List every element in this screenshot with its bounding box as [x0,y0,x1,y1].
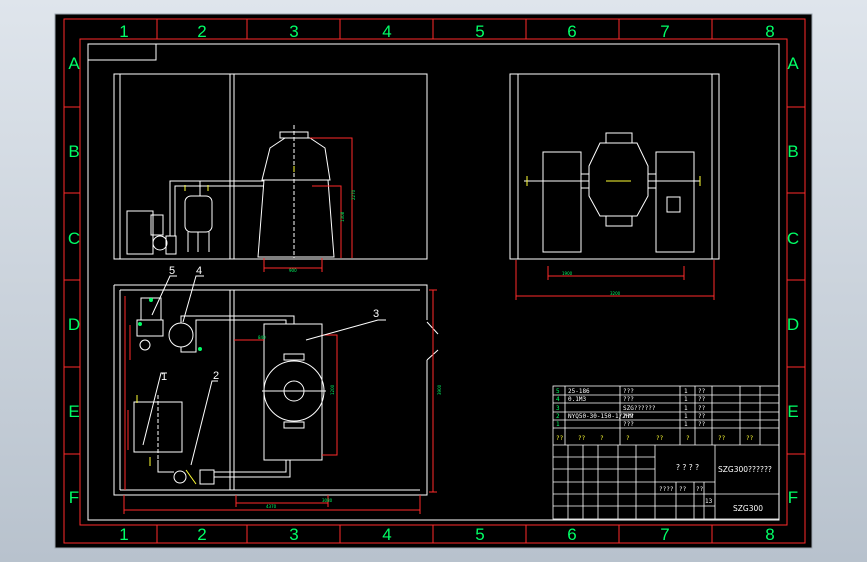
bom-row-5-mat: ?? [698,421,706,428]
bom-row-1-no: 5 [556,388,560,395]
bom-header-8: ?? [746,435,754,442]
zone-row-c-left: C [68,229,80,248]
corner-box [87,43,157,61]
zone-row-f-right: F [788,488,798,507]
bom-row-1-qty: 1 [684,388,688,395]
zone-row-e-right: E [787,402,798,421]
bom-row-4-spec: NYQ50-30-150-1/2HN [568,413,633,420]
callout-leaders [142,275,386,466]
zone-col-1-top: 1 [119,22,128,41]
dim-side-width: 1900 [562,271,573,276]
zone-col-2-top: 2 [197,22,206,41]
dim-front-width: 900 [289,268,297,273]
bom-header-5: ?? [656,435,664,442]
sheet-label: ?? [679,486,687,493]
zone-dividers [64,19,805,543]
dim-plan-height: 3900 [437,384,442,395]
bom-row-2-no: 4 [556,396,560,403]
dim-side-total: 3200 [610,291,621,296]
bom-row-4-mat: ?? [698,413,706,420]
callout-3: 3 [373,308,379,320]
front-elevation-view [113,73,428,260]
bom-row-2-name: ??? [623,396,634,403]
bom-row-4-no: 2 [556,413,560,420]
zone-col-3-top: 3 [289,22,298,41]
zone-col-3-bottom: 3 [289,525,298,544]
callout-4: 4 [196,265,202,277]
sheet-count: ?? [696,486,704,493]
callout-5: 5 [169,265,175,277]
plan-yellow-fittings [136,395,197,485]
bom-row-4-name: ??? [623,413,634,420]
dim-front-height1: 2270 [351,189,356,200]
zone-col-4-bottom: 4 [382,525,391,544]
bom-header-6: ? [686,435,690,442]
zone-col-7-bottom: 7 [660,525,669,544]
bom-row-5-qty: 1 [684,421,688,428]
bom-row-2-qty: 1 [684,396,688,403]
product-name: SZG300?????? [718,465,772,474]
zone-col-6-top: 6 [567,22,576,41]
zone-row-c-right: C [787,229,799,248]
drawing-title: ? ? ? ? [676,463,699,472]
dim-front-height2: 1308 [340,211,345,222]
zone-row-b-right: B [787,142,798,161]
bom-header-4: ? [626,435,630,442]
zone-col-4-top: 4 [382,22,391,41]
bom-row-3-qty: 1 [684,405,688,412]
side-yellow-fittings [526,176,701,186]
zone-col-1-bottom: 1 [119,525,128,544]
bom-row-4-qty: 1 [684,413,688,420]
side-elevation-view [509,73,720,260]
front-dimensions [263,137,353,272]
zone-row-a-left: A [68,54,80,73]
zone-col-2-bottom: 2 [197,525,206,544]
plan-dimensions [123,289,437,514]
bom-row-2-mat: ?? [698,396,706,403]
drawing-number: SZG300 [733,504,763,513]
side-dimensions [515,260,715,300]
zone-row-d-left: D [68,315,80,334]
callout-1: 1 [161,371,167,383]
zone-col-8-top: 8 [765,22,774,41]
zone-row-a-right: A [787,54,799,73]
bom-row-3-mat: ?? [698,405,706,412]
bom-row-3-no: 3 [556,405,560,412]
front-yellow-fittings [184,166,295,191]
plan-green-markers [138,298,202,351]
bom-row-3-name: SZG?????? [623,405,656,412]
zone-row-d-right: D [787,315,799,334]
zone-col-6-bottom: 6 [567,525,576,544]
zone-col-5-top: 5 [475,22,484,41]
bom-row-5-name: ??? [623,421,634,428]
callout-2: 2 [213,370,219,382]
outer-frame [63,18,806,544]
dim-plan-shell: 3080 [322,498,333,503]
bom-row-1-mat: ?? [698,388,706,395]
inner-frame [87,43,780,521]
sheet-total: 13 [705,498,713,505]
bom-header-1: ?? [556,435,564,442]
bom-row-1-name: ??? [623,388,634,395]
zone-row-f-left: F [69,488,79,507]
bom-header-3: ? [600,435,604,442]
bom-header-7: ?? [718,435,726,442]
dim-plan-total: 4370 [266,504,277,509]
zone-col-7-top: 7 [660,22,669,41]
bom-row-2-spec: 0.1M3 [568,396,586,403]
zone-col-8-bottom: 8 [765,525,774,544]
zone-row-e-left: E [68,402,79,421]
zone-col-5-bottom: 5 [475,525,484,544]
dim-plan-vessel: 1200 [330,384,335,395]
dim-plan-offset: 840 [258,335,266,340]
bom-row-1-spec: 25-186 [568,388,590,395]
zone-row-b-left: B [68,142,79,161]
scale-label: ???? [659,486,674,493]
bom-row-5-no: 1 [556,421,560,428]
bom-header-2: ?? [578,435,586,442]
title-block [552,385,780,520]
